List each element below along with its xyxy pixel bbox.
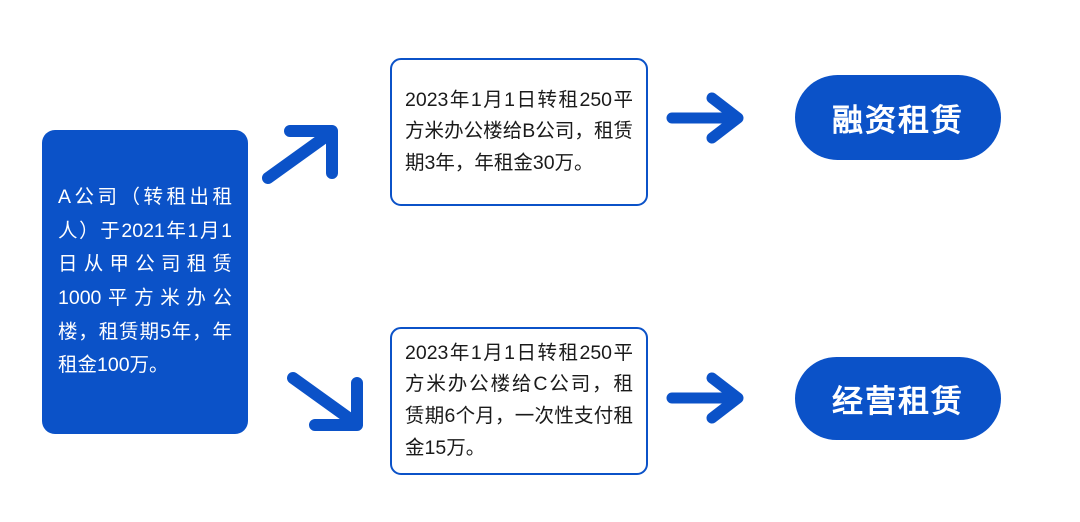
sublease-detail-text-b: 2023年1月1日转租250平方米办公楼给B公司，租赁期3年，年租金30万。 (405, 88, 633, 174)
sublease-detail-text-c: 2023年1月1日转租250平方米办公楼给C公司，租赁期6个月，一次性支付租金1… (405, 341, 633, 459)
classification-label: 经营租赁 (832, 384, 964, 419)
source-lease-card: A公司（转租出租人）于2021年1月1日从甲公司租赁1000平方米办公楼，租赁期… (42, 130, 248, 434)
sublease-detail-box-c: 2023年1月1日转租250平方米办公楼给C公司，租赁期6个月，一次性支付租金1… (390, 327, 648, 475)
sublease-detail-box-b: 2023年1月1日转租250平方米办公楼给B公司，租赁期3年，年租金30万。 (390, 58, 648, 206)
arrow-up-right-icon (262, 124, 340, 184)
classification-pill-finance-lease[interactable]: 融资租赁 (795, 75, 1001, 160)
classification-pill-operating-lease[interactable]: 经营租赁 (795, 357, 1001, 440)
source-lease-text: A公司（转租出租人）于2021年1月1日从甲公司租赁1000平方米办公楼，租赁期… (58, 186, 232, 377)
arrow-right-icon (666, 372, 746, 424)
arrow-right-icon (666, 92, 746, 144)
classification-label: 融资租赁 (832, 103, 964, 138)
arrow-down-right-icon (287, 372, 365, 432)
